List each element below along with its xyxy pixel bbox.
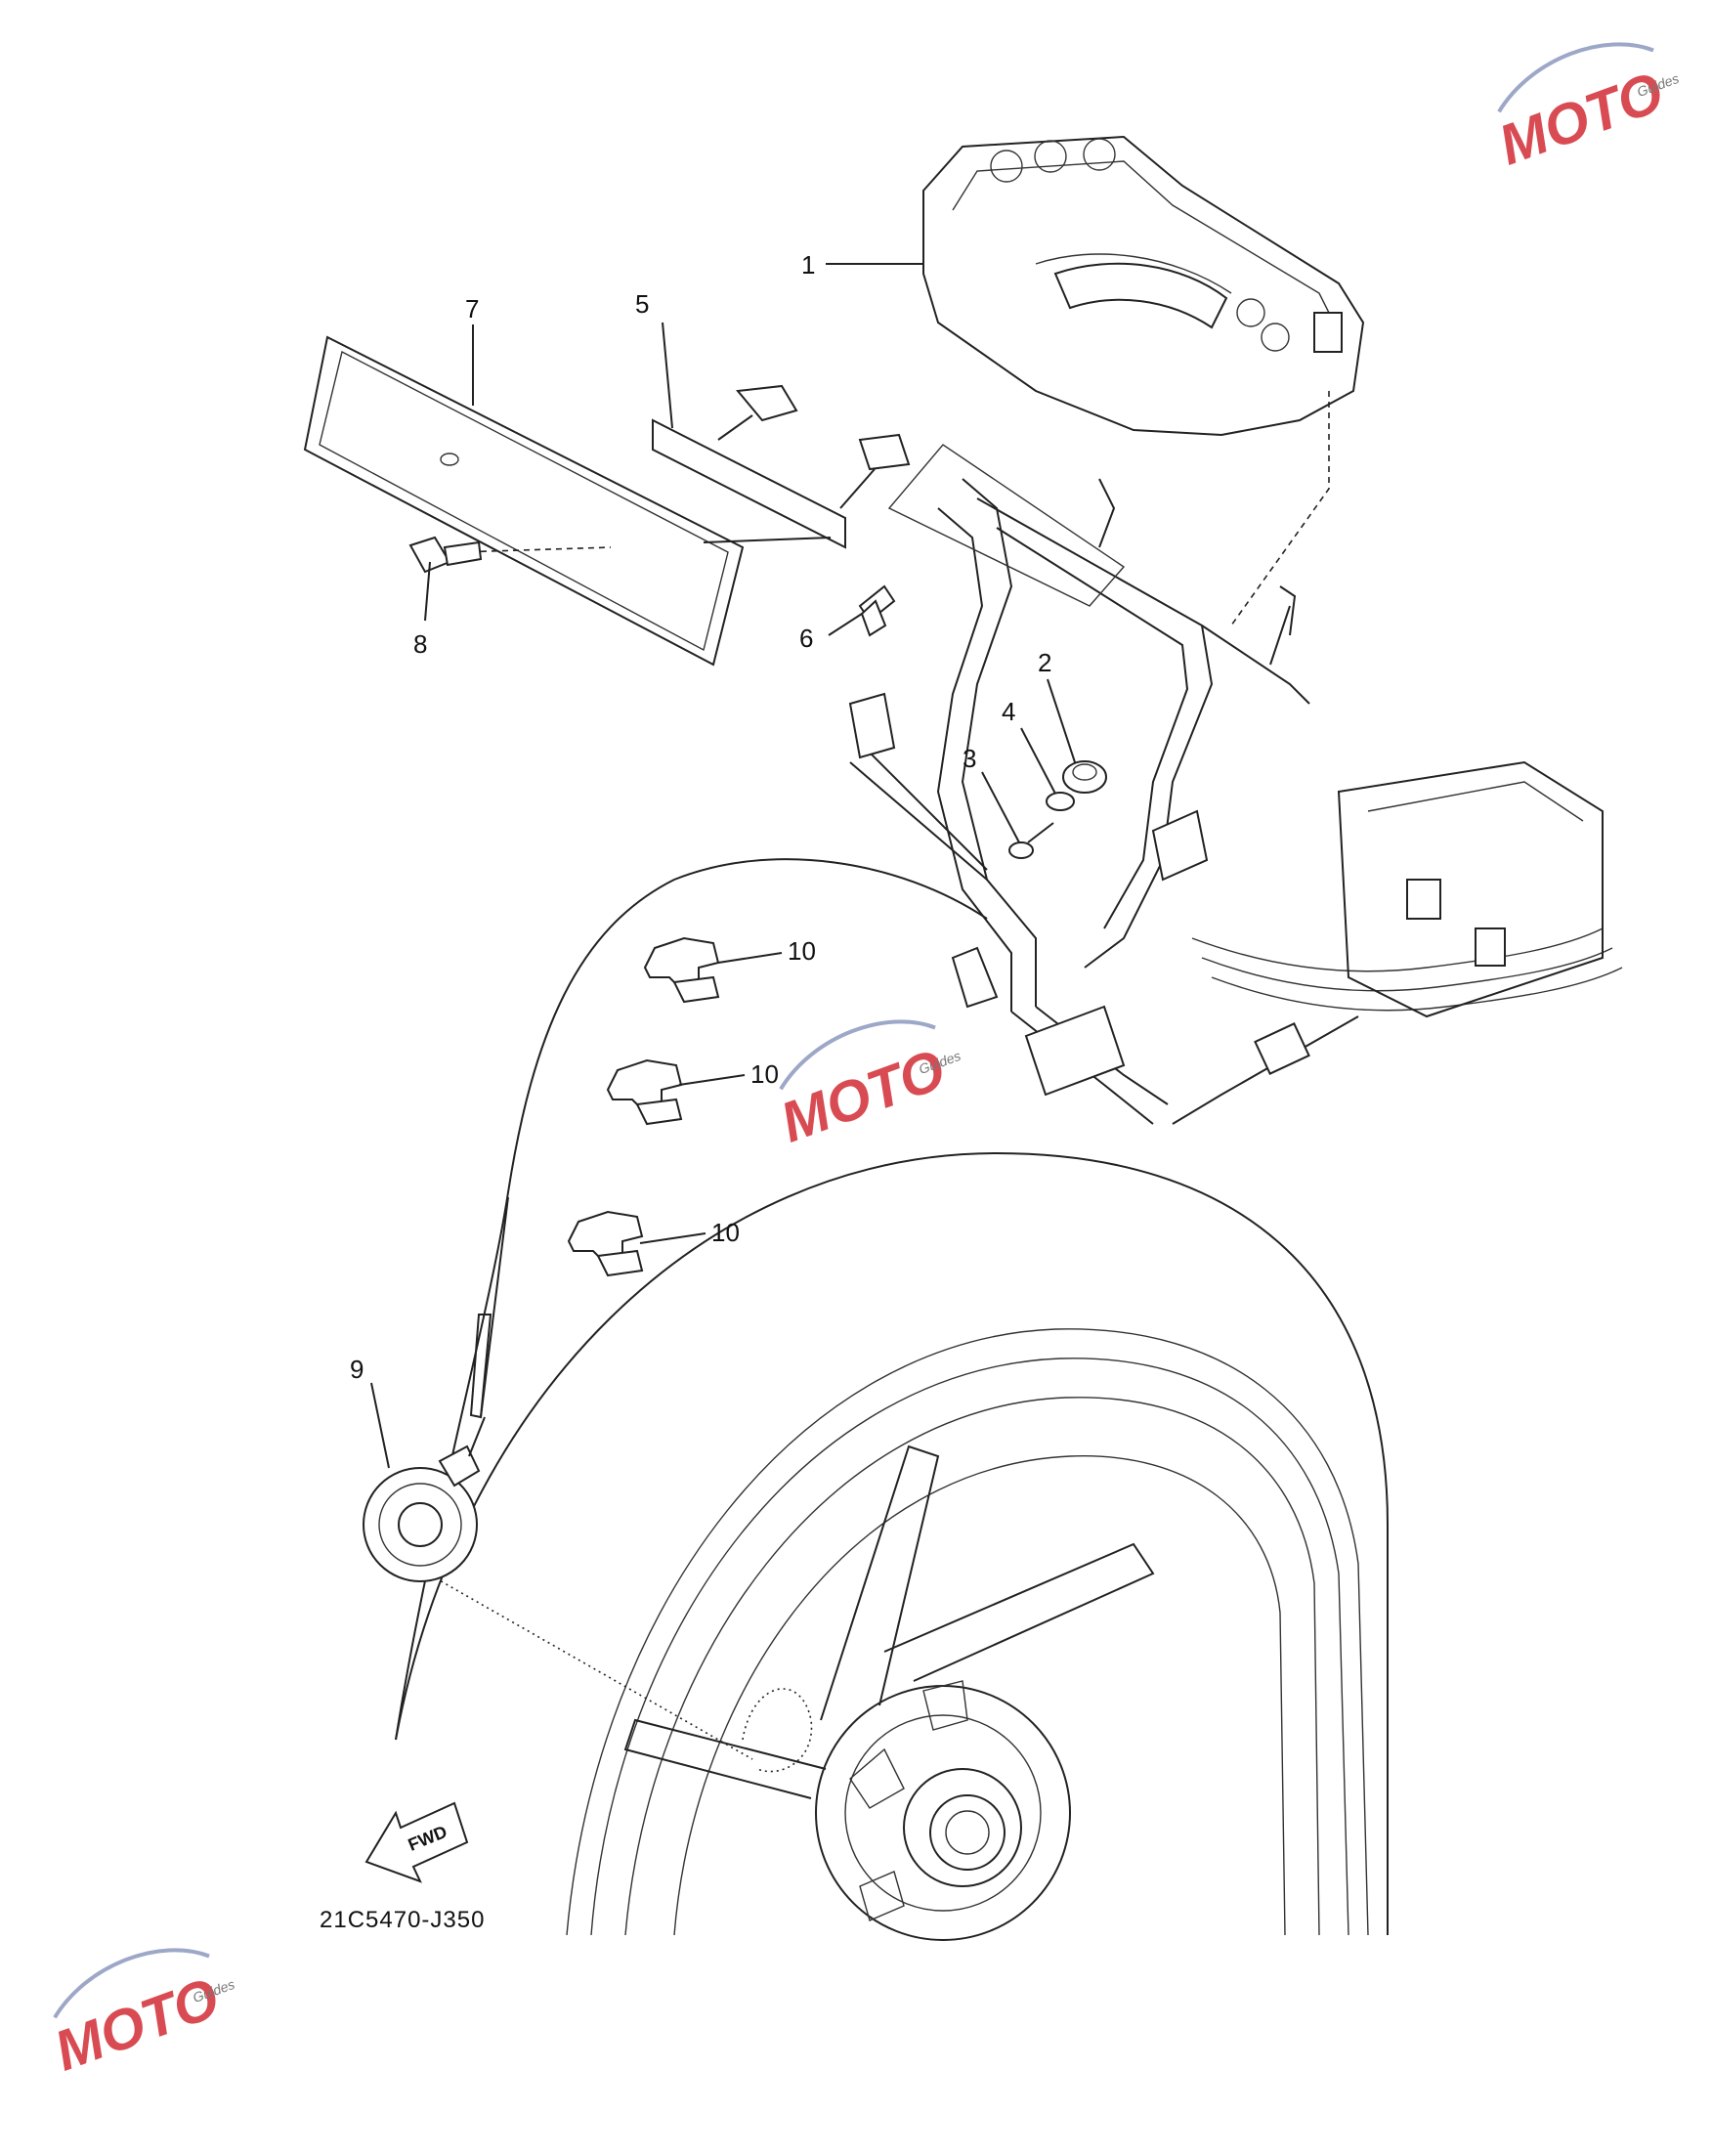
meter-assembly-part-1 (922, 135, 1365, 626)
watermark-logo-top-right: MOTO Guides (1491, 42, 1681, 178)
screw-part-6 (858, 584, 896, 637)
callout-3: 3 (963, 744, 976, 773)
forward-direction-arrow: FWD (364, 1801, 469, 1883)
panel-part-7 (303, 335, 832, 667)
callout-6: 6 (799, 624, 813, 653)
figure-code: 21C5470-J350 (320, 1907, 485, 1933)
watermark-logo-center: MOTO Guides (773, 1019, 963, 1155)
collar-part-4 (1046, 792, 1075, 811)
callout-7: 7 (465, 294, 479, 323)
meter-bracket-stay (848, 444, 1310, 1125)
screw-part-3 (1008, 822, 1054, 859)
callout-10a: 10 (788, 936, 816, 966)
cable-clamp-group (567, 936, 720, 1277)
wheel-illustration (395, 1151, 1389, 1941)
sensor-to-hub-dotted-line (409, 1563, 753, 1760)
callout-9: 9 (350, 1355, 364, 1384)
svg-text:MOTO: MOTO (773, 1037, 954, 1154)
grommet-part-2 (1062, 760, 1107, 794)
callout-4: 4 (1002, 697, 1015, 726)
callout-1: 1 (801, 250, 815, 280)
callout-10b: 10 (750, 1059, 779, 1089)
bolt-part-8 (408, 536, 483, 574)
svg-text:MOTO: MOTO (47, 1965, 228, 2083)
callout-labels: 1 2 3 4 5 6 7 8 9 10 10 10 (350, 250, 1051, 1384)
leader-lines (370, 263, 1076, 1469)
callout-8: 8 (413, 629, 427, 659)
speed-sensor-part-9 (363, 1416, 486, 1582)
svg-text:MOTO: MOTO (1491, 60, 1672, 177)
watermark-logo-bottom-left: MOTO Guides (47, 1948, 236, 2084)
callout-10c: 10 (711, 1218, 740, 1247)
bracket-plate-part-5 (652, 384, 911, 549)
callout-2: 2 (1038, 648, 1051, 677)
wiring-harness (1172, 760, 1623, 1125)
callout-5: 5 (635, 289, 649, 319)
